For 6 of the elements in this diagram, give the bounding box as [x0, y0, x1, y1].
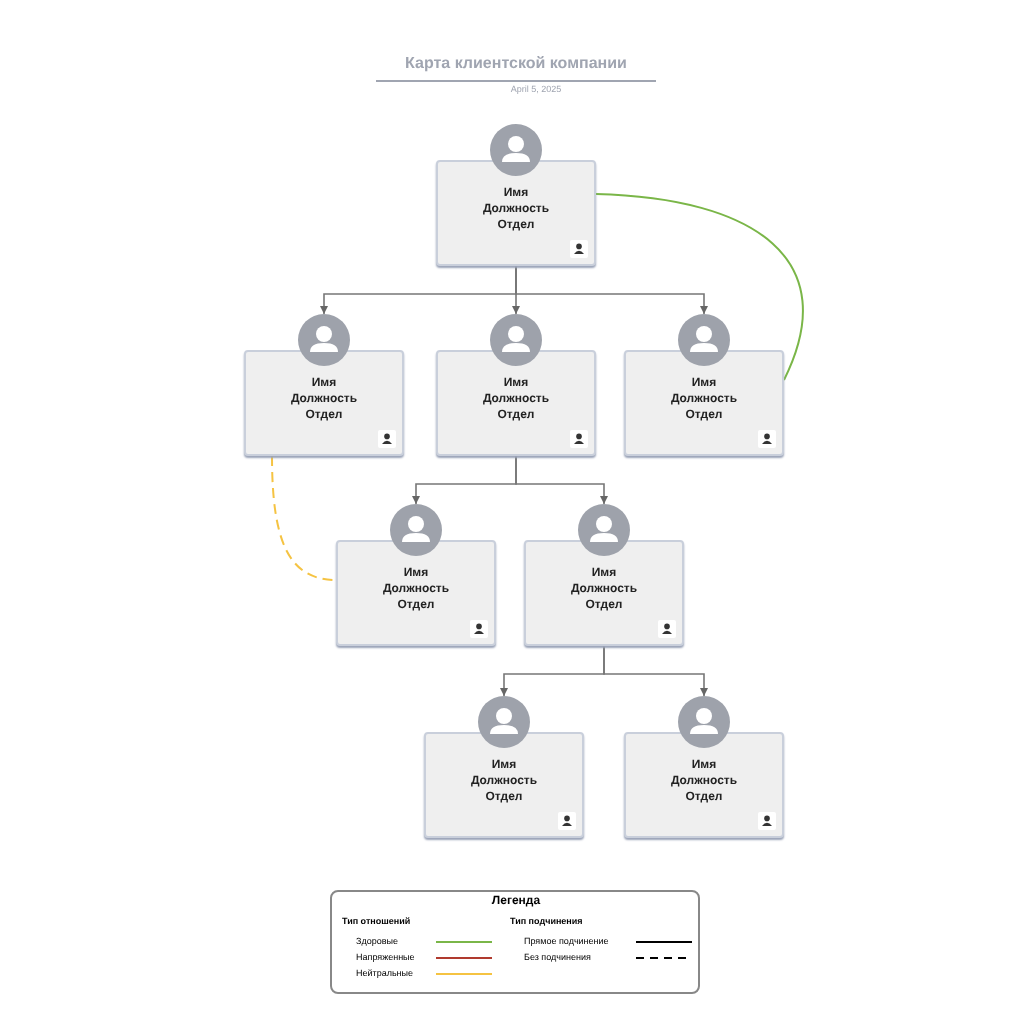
connector	[603, 645, 708, 697]
connector	[515, 455, 608, 505]
connector	[515, 265, 708, 315]
title: Карта клиентской компании	[403, 56, 629, 72]
dashed-connector	[271, 455, 337, 581]
connector	[595, 193, 804, 381]
